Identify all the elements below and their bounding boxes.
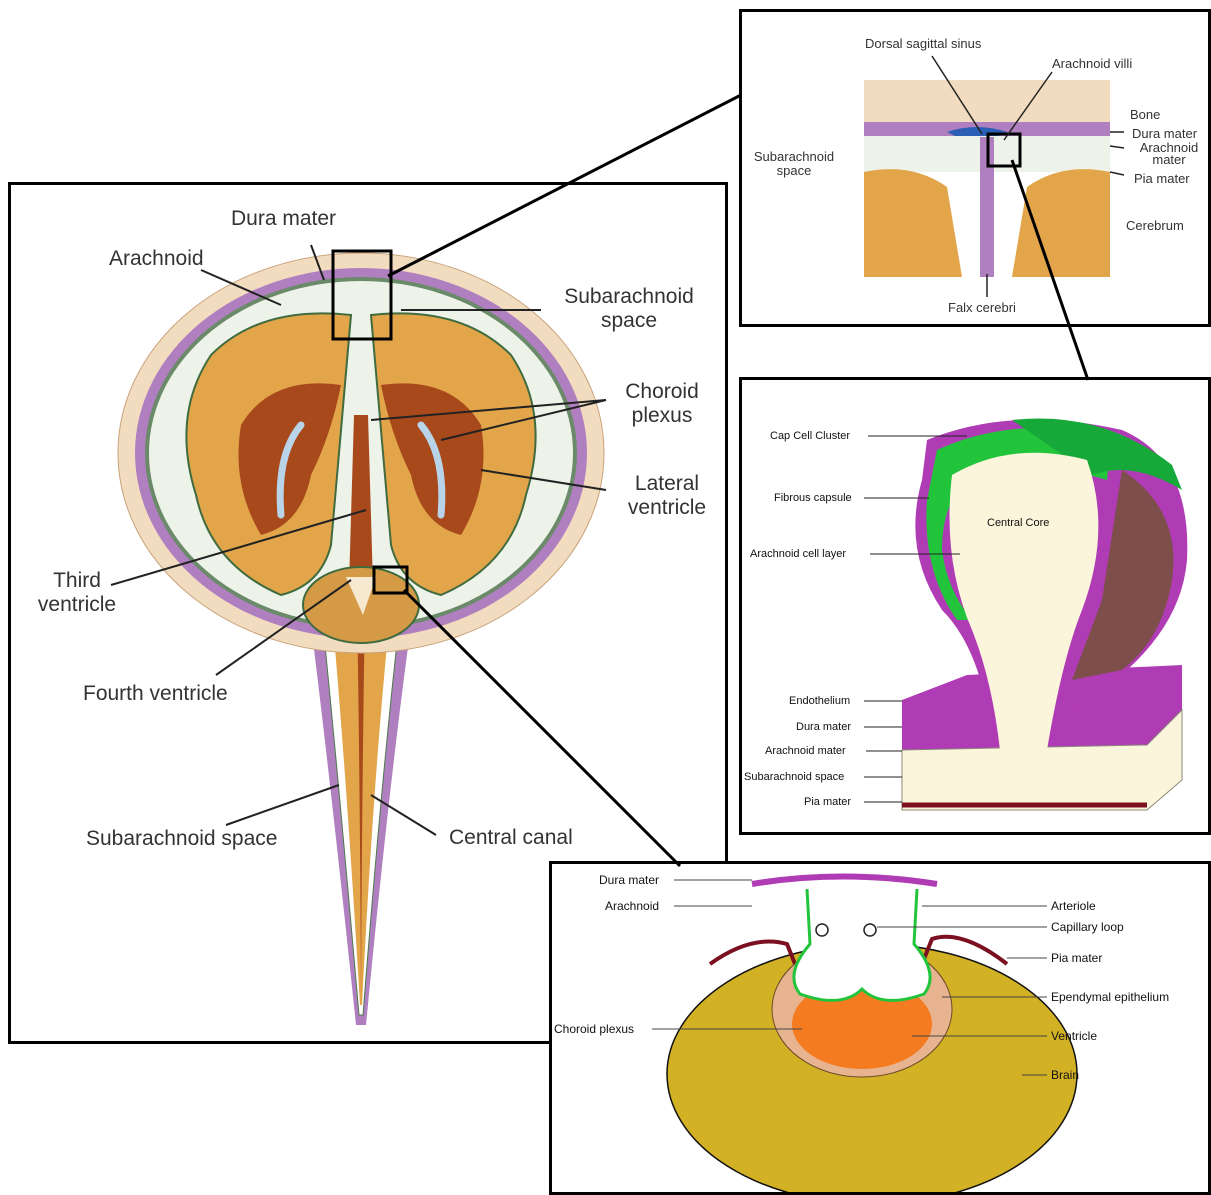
label-choroid-plexus: Choroid plexus <box>607 380 717 428</box>
label-arachnoid-villi: Arachnoid villi <box>1052 57 1132 71</box>
label-central-core: Central Core <box>987 517 1049 530</box>
label-falx-cerebri: Falx cerebri <box>948 301 1016 315</box>
label-arachnoid-cell-layer: Arachnoid cell layer <box>750 548 846 561</box>
arachnoid-villus-illustration <box>742 380 1208 832</box>
label-dura-mater: Dura mater <box>1132 127 1197 141</box>
label-bone: Bone <box>1130 108 1160 122</box>
label-brain: Brain <box>1051 1068 1079 1082</box>
top-panel: Dorsal sagittal sinus Arachnoid villi Bo… <box>739 9 1211 327</box>
label-subarachnoid-space: Subarachnoid space <box>746 150 842 178</box>
label-subarachnoid-space-lower: Subarachnoid space <box>86 827 277 851</box>
label-capillary-loop: Capillary loop <box>1051 920 1124 934</box>
left-cerebrum <box>864 169 962 277</box>
label-pia-mater: Pia mater <box>1051 951 1102 965</box>
arachnoid-fold <box>794 889 930 1000</box>
arteriole-right <box>864 924 876 936</box>
middle-panel: Cap Cell Cluster Fibrous capsule Central… <box>739 377 1211 835</box>
label-central-canal: Central canal <box>449 826 573 850</box>
label-subarachnoid-space: Subarachnoid space <box>744 771 844 784</box>
label-pia-mater: Pia mater <box>1134 172 1190 186</box>
label-arachnoid: Arachnoid <box>109 247 204 271</box>
label-arachnoid: Arachnoid <box>605 899 659 913</box>
bone-layer <box>864 80 1110 122</box>
label-arteriole: Arteriole <box>1051 899 1096 913</box>
label-dura-mater: Dura mater <box>796 721 851 734</box>
label-lateral-ventricle: Lateral ventricle <box>607 472 727 520</box>
label-endothelium: Endothelium <box>789 695 850 708</box>
label-subarachnoid-space: Subarachnoid space <box>549 285 709 333</box>
label-dura-mater: Dura mater <box>231 207 336 231</box>
label-fourth-ventricle: Fourth ventricle <box>83 682 228 706</box>
label-ventricle: Ventricle <box>1051 1029 1097 1043</box>
label-cap-cell-cluster: Cap Cell Cluster <box>770 430 850 443</box>
label-choroid-plexus: Choroid plexus <box>554 1022 634 1036</box>
label-pia-mater: Pia mater <box>804 796 851 809</box>
label-fibrous-capsule: Fibrous capsule <box>774 492 852 505</box>
label-third-ventricle: Third ventricle <box>27 569 127 617</box>
label-arachnoid-mater: Arachnoid mater <box>765 745 846 758</box>
dura-arc <box>752 877 937 885</box>
label-arachnoid-mater: Arachnoid mater <box>1130 142 1208 166</box>
arteriole-left <box>816 924 828 936</box>
label-dura-mater: Dura mater <box>599 873 659 887</box>
bottom-panel: Dura mater Arachnoid Arteriole Capillary… <box>549 861 1211 1195</box>
label-ependymal-epithelium: Ependymal epithelium <box>1051 990 1169 1004</box>
choroid-plexus-illustration <box>552 864 1208 1195</box>
label-dorsal-sagittal-sinus: Dorsal sagittal sinus <box>865 37 981 51</box>
label-cerebrum: Cerebrum <box>1126 219 1184 233</box>
right-cerebrum <box>1012 169 1110 277</box>
